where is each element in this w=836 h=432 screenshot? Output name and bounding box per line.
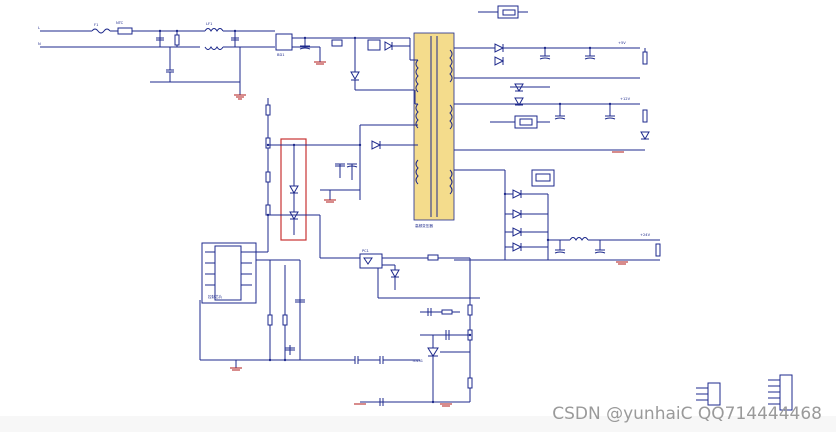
ntc-label: NTC [116, 21, 124, 25]
optocoupler [359, 253, 383, 269]
bridge-label: BD1 [277, 53, 285, 57]
transformer-core [413, 32, 455, 221]
controller-ic [214, 245, 242, 301]
bottom-strip [0, 416, 836, 432]
out-12v-label: +12V [620, 97, 631, 101]
line-in-label: L [38, 26, 40, 30]
junction-dots [158, 29, 612, 404]
out-24v-label: +24V [640, 233, 651, 237]
fuse-label: F1 [94, 23, 98, 27]
connector-j1 [707, 382, 721, 406]
tl431-label: TL431 [411, 359, 423, 363]
lf1-label: LF1 [206, 22, 212, 26]
neutral-in-label: N [38, 42, 41, 46]
controller-label: 控制芯片 [208, 294, 223, 299]
ic-pins [205, 251, 252, 286]
transformer-label: 高频变压器 [415, 223, 433, 228]
optocoupler-label: PC1 [362, 249, 369, 253]
highlight-box [280, 138, 307, 241]
watermark-text: CSDN @yunhaiC QQ714444468 [552, 404, 822, 424]
out-5v-label: +5V [618, 41, 626, 45]
